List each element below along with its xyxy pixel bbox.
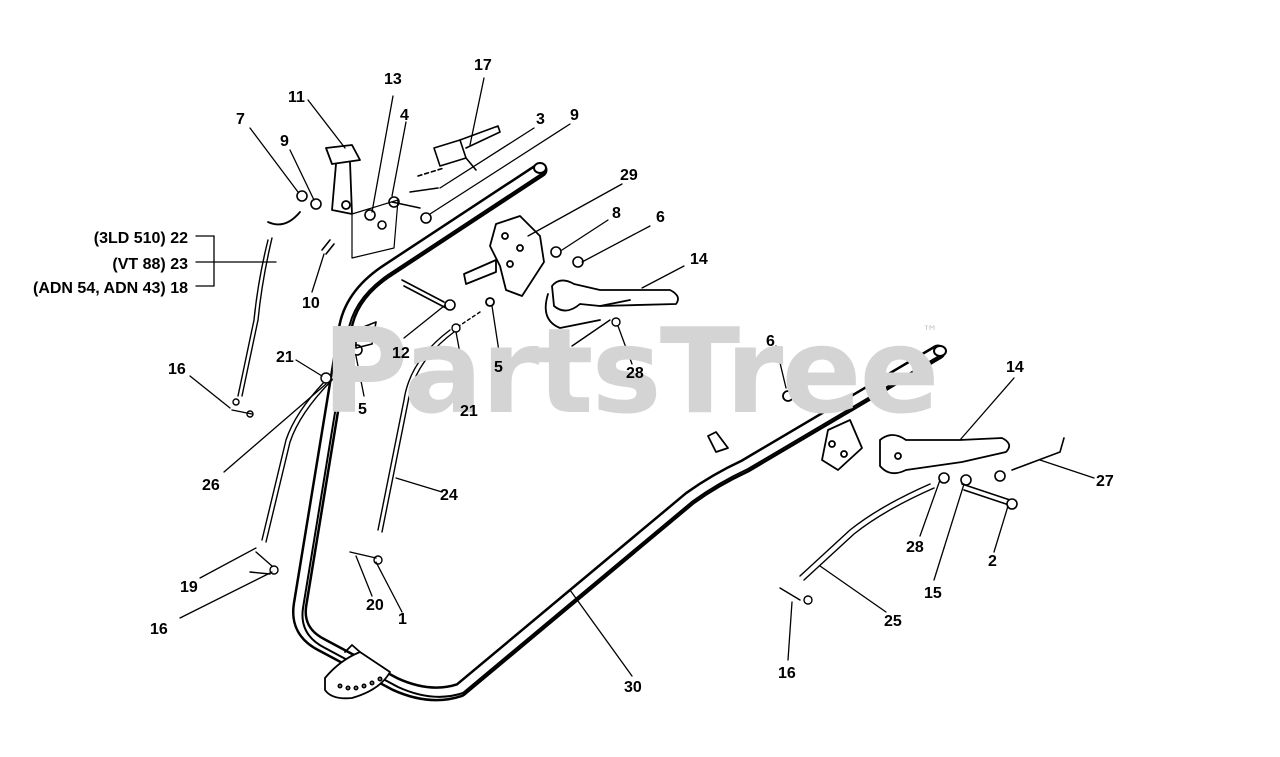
clutch-lever-lower <box>879 434 1011 475</box>
callout-15: 15 <box>924 585 942 602</box>
callout-9: 9 <box>570 107 579 124</box>
variant-label: (3LD 510) 22 <box>93 230 188 247</box>
callout-16: 16 <box>778 665 796 682</box>
callout-3: 3 <box>536 111 545 128</box>
foot-plate <box>324 644 391 700</box>
callout-10: 10 <box>302 295 320 312</box>
trademark-symbol: ™ <box>922 322 938 341</box>
spring-pin <box>321 239 335 255</box>
callout-16: 16 <box>168 361 186 378</box>
callout-6: 6 <box>656 209 665 226</box>
callout-9: 9 <box>280 133 289 150</box>
callout-4: 4 <box>400 107 409 124</box>
callout-16: 16 <box>150 621 168 638</box>
switch <box>417 125 501 177</box>
callout-19: 19 <box>180 579 198 596</box>
callout-12: 12 <box>392 345 410 362</box>
callout-27: 27 <box>1096 473 1114 490</box>
callout-7: 7 <box>236 111 245 128</box>
callout-13: 13 <box>384 71 402 88</box>
callout-5: 5 <box>494 359 503 376</box>
callout-21: 21 <box>460 403 478 420</box>
cable-26 <box>249 372 335 575</box>
callout-30: 30 <box>624 679 642 696</box>
throttle-lever <box>267 144 399 259</box>
nut-washer-left <box>296 190 387 230</box>
callout-14: 14 <box>1006 359 1024 376</box>
callout-5: 5 <box>358 401 367 418</box>
variant-label: (VT 88) 23 <box>112 256 188 273</box>
bolt-12 <box>401 279 456 311</box>
frame-bracket <box>351 321 377 356</box>
cable-left <box>231 237 273 418</box>
callout-28: 28 <box>626 365 644 382</box>
bolt-upper <box>388 187 439 224</box>
watermark-text: PartsTree <box>322 302 940 440</box>
callout-1: 1 <box>398 611 407 628</box>
callout-28: 28 <box>906 539 924 556</box>
washers-upper <box>550 246 584 268</box>
callout-2: 2 <box>988 553 997 570</box>
leader-lines <box>179 77 1095 677</box>
callout-14: 14 <box>690 251 708 268</box>
callout-8: 8 <box>612 205 621 222</box>
callout-29: 29 <box>620 167 638 184</box>
callout-21: 21 <box>276 349 294 366</box>
cable-25 <box>779 483 935 605</box>
variant-label: (ADN 54, ADN 43) 18 <box>32 280 188 297</box>
callout-24: 24 <box>440 487 458 504</box>
callout-17: 17 <box>474 57 492 74</box>
callout-25: 25 <box>884 613 902 630</box>
cable-upper <box>571 317 621 347</box>
callout-11: 11 <box>288 89 305 106</box>
callout-6: 6 <box>766 333 775 350</box>
callout-26: 26 <box>202 477 220 494</box>
lower-hardware <box>938 437 1065 510</box>
pivot-bracket-upper <box>463 215 545 307</box>
pivot-bracket-lower <box>707 390 863 471</box>
clutch-lever-upper <box>544 279 679 329</box>
callout-20: 20 <box>366 597 384 614</box>
